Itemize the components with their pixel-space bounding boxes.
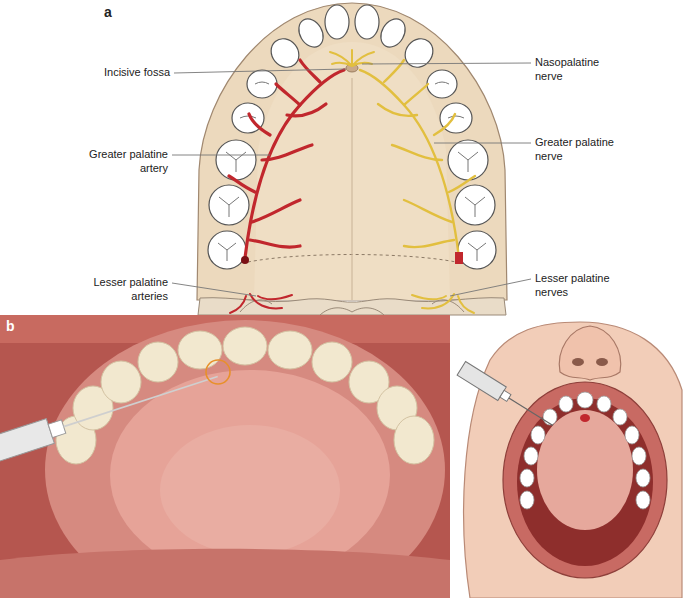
teeth-right <box>355 5 496 269</box>
anatomy-label: Greater palatine artery <box>80 148 168 176</box>
lower-lip <box>0 549 450 598</box>
anatomy-label: Lesser palatine arteries <box>80 276 168 304</box>
tooth <box>520 491 534 509</box>
syringe-barrel <box>0 419 54 462</box>
artery-branches <box>229 60 344 258</box>
leader-line <box>450 279 531 296</box>
injection-site-circle <box>206 360 230 384</box>
tooth <box>625 426 639 444</box>
greater-palatine-foramen <box>241 256 249 264</box>
leader-line <box>172 155 270 156</box>
leader-line <box>174 69 346 73</box>
illustration-teeth <box>520 392 650 509</box>
anatomy-label: Nasopalatine nerve <box>535 56 623 84</box>
panel-letter: b <box>6 318 24 336</box>
panel-ground <box>0 0 685 315</box>
face <box>464 322 682 598</box>
tooth <box>101 361 141 403</box>
syringe-barrel <box>457 362 506 401</box>
tooth <box>312 342 352 382</box>
gum-arch <box>197 3 507 300</box>
tooth <box>636 491 650 509</box>
greater-palatine-artery <box>229 60 344 258</box>
greater-palatine-nerve <box>360 60 475 258</box>
anatomy-label: Greater palatine nerve <box>535 136 623 164</box>
anatomy-label: Incisive fossa <box>80 66 170 80</box>
illustration-syringe <box>457 362 557 433</box>
injection-site <box>580 414 590 422</box>
needle <box>64 377 218 427</box>
nerve-branches <box>360 60 475 258</box>
nostril <box>572 358 584 366</box>
tooth <box>394 416 434 464</box>
hard-palate <box>254 42 450 300</box>
tooth <box>636 469 650 487</box>
median-suture <box>352 78 353 300</box>
tooth <box>268 331 312 369</box>
nostril <box>596 358 608 366</box>
tooth <box>223 327 267 365</box>
palate <box>537 410 633 530</box>
tooth <box>597 396 611 412</box>
teeth-left <box>208 5 349 269</box>
tooth <box>632 447 646 465</box>
anatomy-label: Lesser palatine nerves <box>535 272 623 300</box>
nose <box>559 326 620 380</box>
syringe <box>0 361 223 467</box>
tooth <box>138 342 178 382</box>
tooth <box>531 426 545 444</box>
needle <box>509 398 553 426</box>
needle-hub <box>500 390 511 401</box>
leader-lines <box>172 63 531 296</box>
tooth <box>178 331 222 369</box>
mouth-cavity <box>517 398 653 566</box>
palate <box>110 370 390 580</box>
leader-line <box>172 283 256 296</box>
tooth <box>577 392 593 408</box>
tooth <box>613 409 627 425</box>
palate-highlight <box>160 425 340 555</box>
tooth <box>559 396 573 412</box>
tooth <box>520 469 534 487</box>
needle-hub <box>48 420 66 438</box>
lesser-artery-branches <box>230 294 292 313</box>
lesser-nerve-branches <box>412 294 474 313</box>
photo-teeth <box>56 327 434 464</box>
leader-line <box>362 63 531 64</box>
tooth <box>524 447 538 465</box>
mouth <box>503 382 667 578</box>
tooth <box>543 409 557 425</box>
lesser-palatine-nerves <box>412 294 474 313</box>
lesser-palatine-arteries <box>230 294 292 313</box>
panel-letter: a <box>104 4 122 22</box>
greater-palatine-foramen <box>455 252 463 264</box>
leader-line <box>434 143 531 144</box>
